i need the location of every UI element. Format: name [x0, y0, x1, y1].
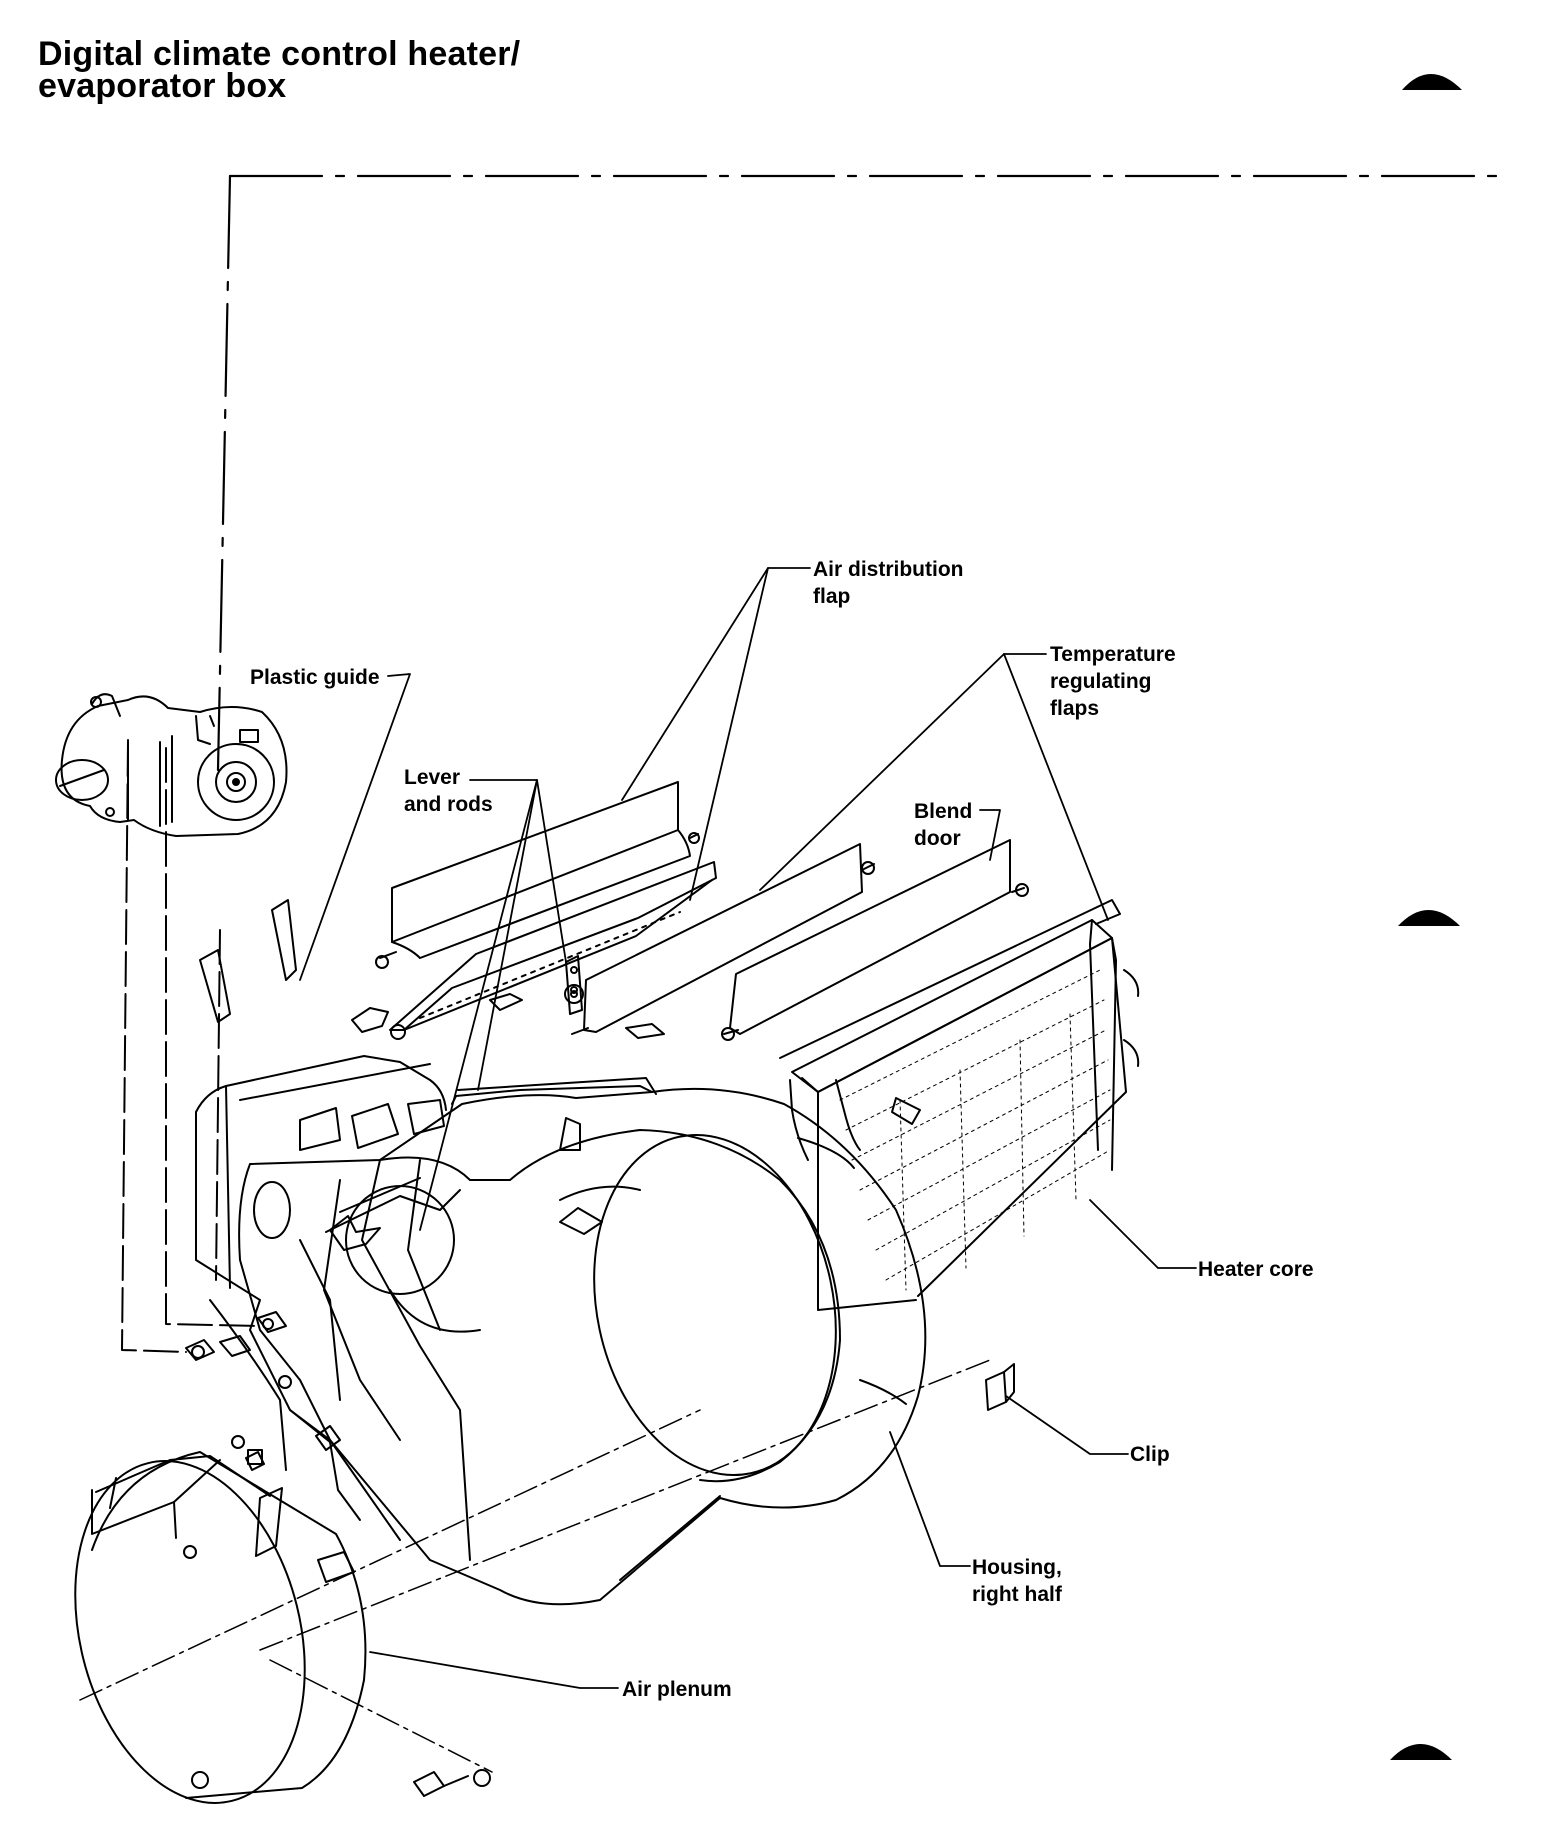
housing-left-half — [195, 1055, 447, 1541]
clip — [985, 1363, 1015, 1411]
blower-motor-assembly — [55, 693, 288, 837]
binding-tab-top — [1402, 74, 1462, 90]
label-heater-core: Heater core — [1198, 1258, 1314, 1281]
label-clip: Clip — [1130, 1443, 1170, 1466]
flap-retainer-clips — [199, 899, 665, 1039]
air-plenum — [74, 1435, 367, 1804]
temperature-regulating-flap-front — [389, 861, 717, 1040]
temperature-regulating-flap-middle — [564, 843, 875, 1035]
label-plastic-guide: Plastic guide — [250, 666, 380, 689]
plenum-centerlines — [79, 1359, 991, 1773]
page-title: Digital climate control heater/ evaporat… — [38, 35, 521, 105]
label-temperature-regulating-flaps: Temperature regulating flaps — [1050, 643, 1176, 720]
plenum-screw — [413, 1769, 491, 1797]
blower-alignment-lines — [121, 741, 259, 1353]
label-housing-right-half: Housing, right half — [972, 1556, 1062, 1606]
label-lever-and-rods: Lever and rods — [404, 766, 493, 816]
air-distribution-flap — [375, 781, 700, 969]
title-line-2: evaporator box — [38, 67, 287, 105]
heater-core — [779, 899, 1140, 1311]
blend-door — [721, 839, 1029, 1041]
label-air-distribution-flap: Air distribution flap — [813, 558, 964, 608]
binding-tab-middle — [1398, 910, 1460, 926]
label-air-plenum: Air plenum — [622, 1678, 732, 1701]
assembly-centerline — [216, 174, 1512, 772]
housing-right-half — [238, 1077, 927, 1606]
mounting-screws — [185, 1311, 287, 1471]
title-line-1: Digital climate control heater/ — [38, 35, 521, 73]
lever-and-rods — [325, 955, 583, 1295]
leader-lines — [299, 567, 1197, 1689]
label-blend-door: Blend door — [914, 800, 973, 850]
binding-tab-bottom — [1390, 1744, 1452, 1760]
